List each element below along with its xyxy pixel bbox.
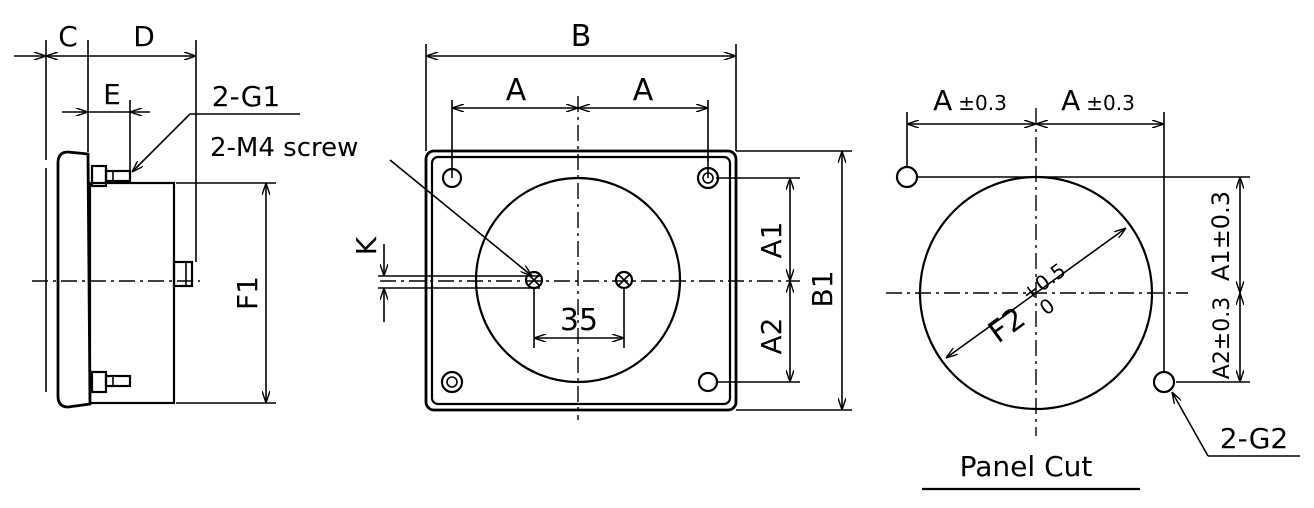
label-a2: A2 <box>755 318 788 355</box>
side-screw-top <box>90 164 132 188</box>
front-stud-bottom-left <box>440 370 464 394</box>
label-a-tol-left: A±0.3 <box>933 84 1007 117</box>
label-b1: B1 <box>806 270 839 307</box>
label-a2-tol: A2±0.3 <box>1210 297 1235 379</box>
side-view-case <box>88 181 176 405</box>
front-hole-bottom-right <box>697 371 719 393</box>
label-a-left: A <box>506 73 527 108</box>
label-b: B <box>571 19 592 54</box>
panel-cut-caption: Panel Cut <box>960 450 1093 483</box>
label-f2: F2 <box>982 301 1032 351</box>
label-d: D <box>133 20 155 53</box>
label-screw: 2-M4 screw <box>210 133 358 163</box>
label-e: E <box>103 78 121 111</box>
m4-screw-right <box>614 270 634 290</box>
label-a1: A1 <box>755 222 788 259</box>
label-g2: 2-G2 <box>1220 422 1288 455</box>
panel-hole-top-left <box>895 165 919 189</box>
label-f1: F1 <box>231 276 264 310</box>
label-a1-tol: A1±0.3 <box>1207 191 1235 281</box>
label-35: 35 <box>560 303 598 338</box>
m4-screw-left <box>524 270 544 290</box>
side-view-bezel <box>56 150 92 409</box>
terminal-post <box>172 260 194 288</box>
panel-cut-view: A±0.3 A±0.3 A1±0.3 A2±0.3 F2 +0.5 0 2-G2… <box>886 84 1300 491</box>
label-f2-lower: 0 <box>1035 293 1059 320</box>
label-k: K <box>350 236 383 255</box>
label-g1: 2-G1 <box>212 80 280 113</box>
panel-hole-bottom-right <box>1152 370 1176 394</box>
front-view: B A A 2-M4 screw K 35 A1 A2 B1 <box>210 19 852 420</box>
label-a-tol-right: A±0.3 <box>1061 84 1135 117</box>
side-screw-bottom <box>90 370 132 394</box>
side-view: C D E 2-G1 F1 <box>14 20 300 409</box>
label-a-right: A <box>633 73 654 108</box>
label-c: C <box>58 20 78 53</box>
